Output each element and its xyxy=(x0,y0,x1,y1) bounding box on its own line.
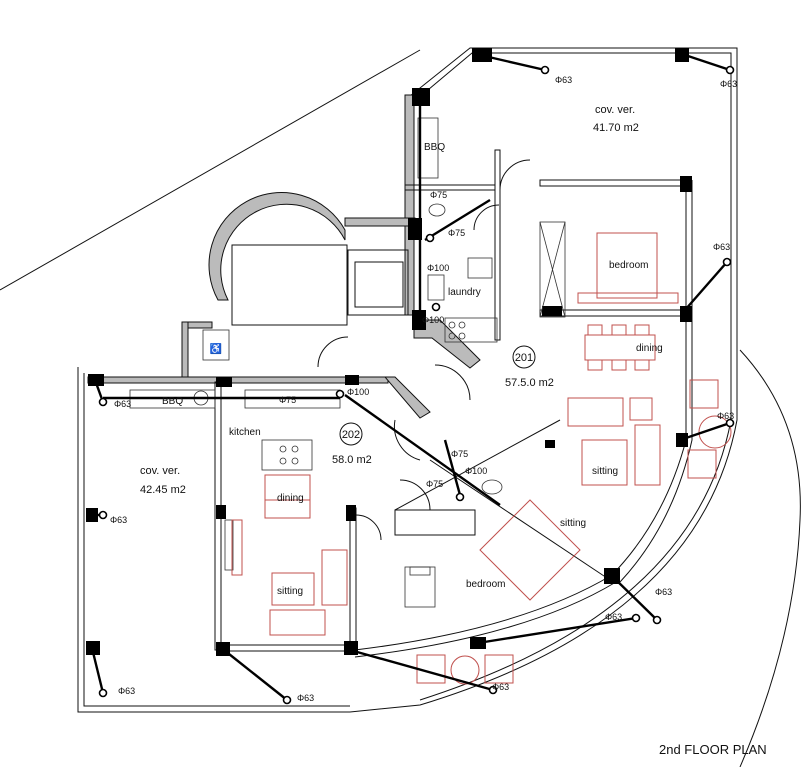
kitchen-label: kitchen xyxy=(229,427,261,438)
apartment-number-201: 201 xyxy=(515,352,533,364)
veranda-slab-202 xyxy=(77,367,350,713)
pipe-label: Φ63 xyxy=(118,686,135,696)
bbq-label-201: BBQ xyxy=(424,142,445,153)
pipe-label: Φ100 xyxy=(347,387,369,397)
pipe-label: Φ100 xyxy=(422,315,444,325)
pipe-label: Φ75 xyxy=(451,449,468,459)
structural-columns xyxy=(86,48,692,656)
veranda-slab-inner xyxy=(83,373,350,707)
pipe-label: Φ63 xyxy=(492,682,509,692)
pipe-label: Φ63 xyxy=(713,242,730,252)
plan-title: 2nd FLOOR PLAN xyxy=(659,742,767,757)
bbq-label-202: BBQ xyxy=(162,396,183,407)
veranda-label-201: cov. ver. xyxy=(595,104,635,116)
pipe-label: Φ63 xyxy=(297,693,314,703)
veranda-area-202: 42.45 m2 xyxy=(140,484,186,496)
apartment-number-202: 202 xyxy=(342,429,360,441)
pipe-label: Φ63 xyxy=(655,587,672,597)
veranda-label-202: cov. ver. xyxy=(140,465,180,477)
veranda-railing-inner xyxy=(409,52,732,701)
pipe-label: Φ100 xyxy=(465,466,487,476)
apartment-area-202: 58.0 m2 xyxy=(332,454,372,466)
apartment-number-circle xyxy=(339,422,363,446)
bedroom-label-201: bedroom xyxy=(609,260,648,271)
drain-pipes xyxy=(90,53,735,705)
apartment-number-circle xyxy=(512,345,536,369)
sitting-label-balcony: sitting xyxy=(560,518,586,529)
pipe-label: Φ63 xyxy=(720,79,737,89)
dining-label-202: dining xyxy=(277,493,304,504)
bedroom-label-202: bedroom xyxy=(466,579,505,590)
wheelchair-icon: ♿ xyxy=(210,342,222,355)
pipe-label: Φ100 xyxy=(427,263,449,273)
pipe-label: Φ75 xyxy=(279,395,296,405)
sitting-label-201: sitting xyxy=(592,466,618,477)
veranda-railing-201 xyxy=(349,47,738,713)
pipe-label: Φ63 xyxy=(555,75,572,85)
pipe-label: Φ63 xyxy=(717,411,734,421)
pipe-label: Φ75 xyxy=(448,228,465,238)
apartment-area-201: 57.5.0 m2 xyxy=(505,377,554,389)
pipe-label: Φ63 xyxy=(110,515,127,525)
building-walls xyxy=(87,94,693,658)
sitting-label-202: sitting xyxy=(277,586,303,597)
pipe-label: Φ75 xyxy=(430,190,447,200)
pipe-label: Φ63 xyxy=(114,399,131,409)
laundry-label: laundry xyxy=(448,287,481,298)
door-swings xyxy=(317,159,531,541)
site-boundary-line xyxy=(0,49,421,291)
street-curve xyxy=(739,349,801,767)
pipe-label: Φ63 xyxy=(605,612,622,622)
pipe-label: Φ75 xyxy=(426,479,443,489)
dining-label-201: dining xyxy=(636,343,663,354)
veranda-area-201: 41.70 m2 xyxy=(593,122,639,134)
